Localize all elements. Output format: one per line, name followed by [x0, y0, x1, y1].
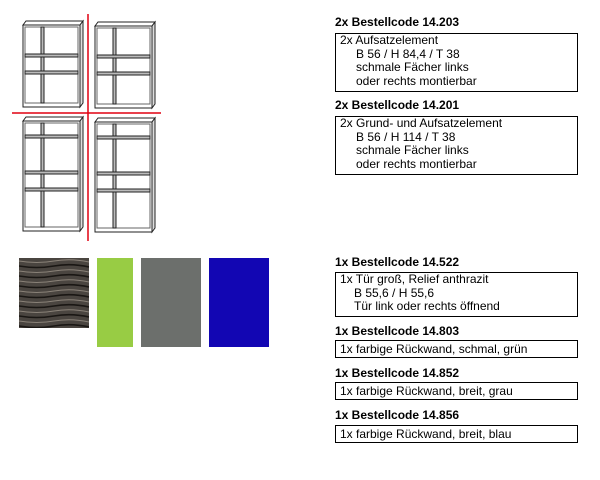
swatch-gray	[141, 258, 201, 347]
swatch-green	[97, 258, 133, 347]
desc-line: oder rechts montierbar	[356, 156, 477, 171]
desc-box-14856: 1x farbige Rückwand, breit, blau	[335, 425, 578, 443]
desc-line: schmale Fächer links	[356, 60, 469, 74]
heading-14803: 1x Bestellcode 14.803	[335, 324, 460, 338]
swatch-relief-anthracite	[19, 258, 89, 328]
desc-line: B 56 / H 114 / T 38	[356, 129, 456, 144]
swatch-blue	[209, 258, 269, 347]
desc-box-14522: 1x Tür groß, Relief anthrazit B 55,6 / H…	[335, 272, 578, 317]
desc-line: 1x farbige Rückwand, schmal, grün	[340, 342, 528, 356]
heading-14201: 2x Bestellcode 14.201	[335, 98, 460, 112]
desc-box-14201: 2x Grund- und Aufsatzelement B 56 / H 11…	[335, 116, 578, 175]
desc-line: oder rechts montierbar	[356, 73, 477, 88]
desc-line: 2x Aufsatzelement	[340, 33, 439, 47]
desc-line: schmale Fächer links	[356, 143, 469, 157]
desc-line: 1x farbige Rückwand, breit, blau	[340, 427, 512, 441]
desc-box-14203: 2x Aufsatzelement B 56 / H 84,4 / T 38 s…	[335, 33, 578, 92]
desc-line: 1x farbige Rückwand, breit, grau	[340, 384, 513, 398]
heading-14852: 1x Bestellcode 14.852	[335, 366, 460, 380]
desc-box-14803: 1x farbige Rückwand, schmal, grün	[335, 340, 578, 358]
desc-line: Tür link oder rechts öffnend	[354, 299, 500, 313]
heading-14856: 1x Bestellcode 14.856	[335, 408, 460, 422]
desc-line: 1x Tür groß, Relief anthrazit	[340, 272, 489, 286]
heading-14522: 1x Bestellcode 14.522	[335, 255, 460, 269]
heading-14203: 2x Bestellcode 14.203	[335, 15, 460, 29]
desc-line: B 56 / H 84,4 / T 38	[356, 46, 460, 61]
desc-line: B 55,6 / H 55,6	[354, 285, 435, 300]
desc-line: 2x Grund- und Aufsatzelement	[340, 116, 503, 130]
shelf-illustration	[12, 14, 161, 241]
desc-box-14852: 1x farbige Rückwand, breit, grau	[335, 382, 578, 400]
